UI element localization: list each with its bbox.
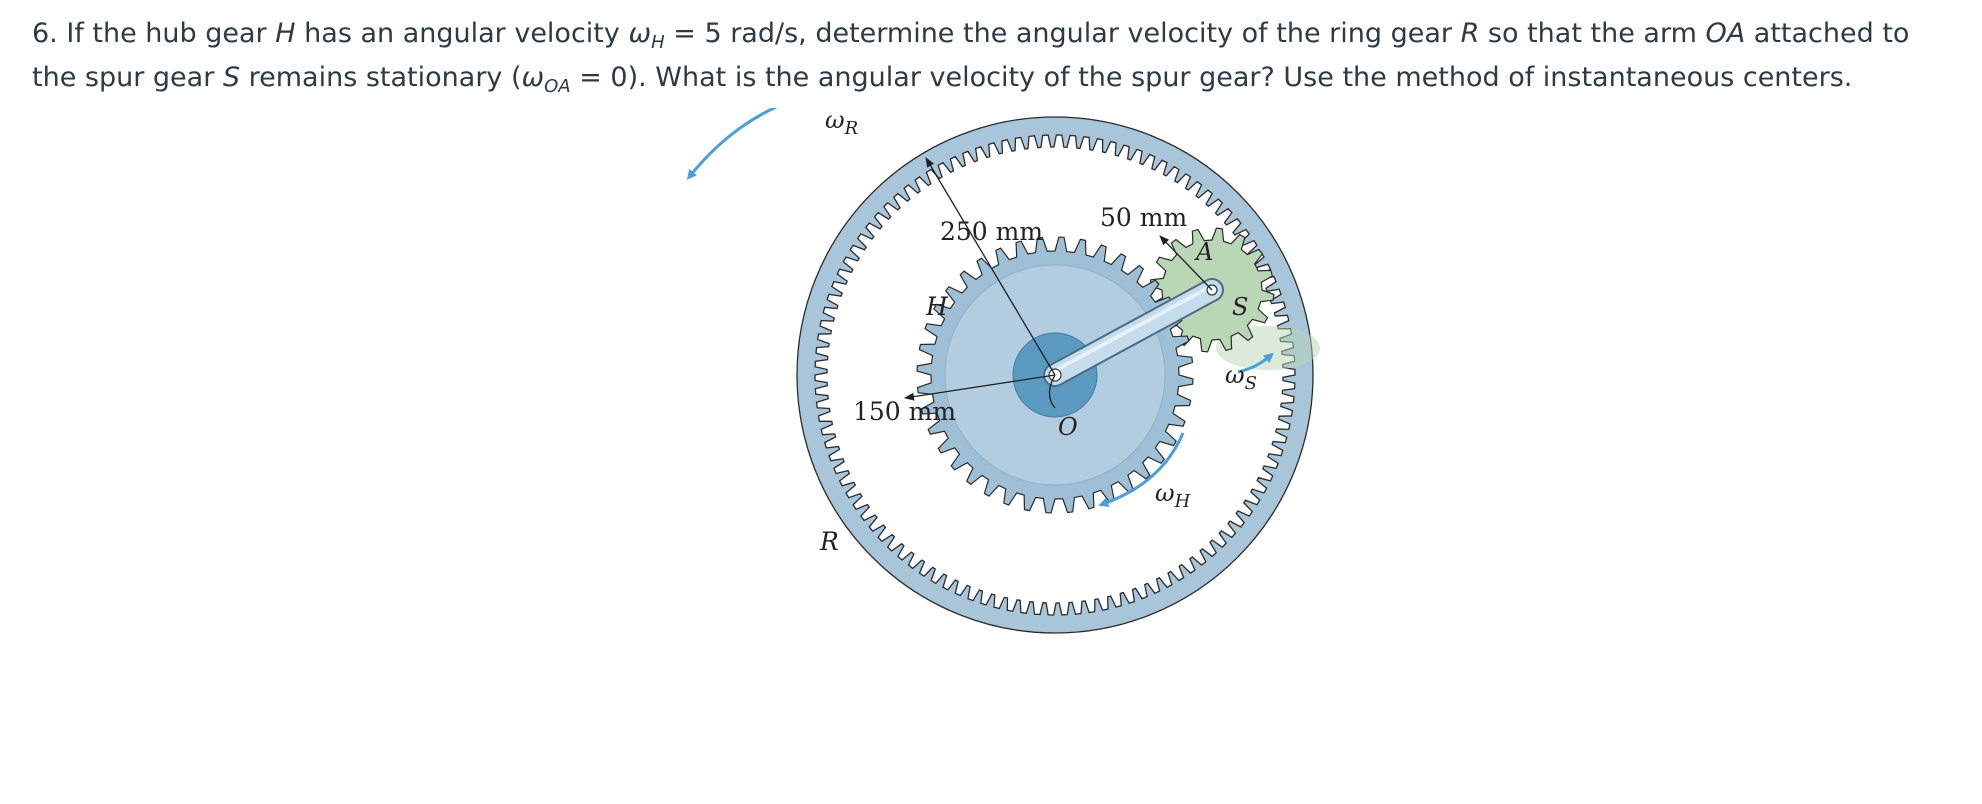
gear-system-diagram: ωR 250 mm 50 mm A H S ωS 150 mm O ωH R xyxy=(686,108,1320,634)
arm-oa xyxy=(1043,278,1224,387)
omega-r-label: ωR xyxy=(825,108,858,139)
omega-r-arrow xyxy=(686,108,778,180)
dim-150-label: 150 mm xyxy=(853,397,956,426)
hub-h-label: H xyxy=(925,292,949,321)
omega-h-label: ωH xyxy=(1155,479,1191,512)
dim-50-label: 50 mm xyxy=(1100,203,1187,232)
center-o-leader xyxy=(1048,374,1056,409)
problem-statement: 6. If the hub gear H has an angular velo… xyxy=(32,18,1910,97)
dim-line-150 xyxy=(904,374,1056,401)
center-o-label: O xyxy=(1058,413,1078,441)
ring-r-label: R xyxy=(819,527,839,556)
ring-gear-r xyxy=(796,116,1314,634)
dim-250-label: 250 mm xyxy=(940,217,1043,246)
problem-number: 6. xyxy=(32,18,58,49)
omega-h-arrow xyxy=(1098,432,1185,508)
omega-s-arrow xyxy=(1237,352,1274,374)
spur-s-label: S xyxy=(1232,293,1248,321)
omega-s-label: ωS xyxy=(1225,361,1257,394)
spur-gear-shadow xyxy=(1216,326,1320,370)
dim-line-50 xyxy=(1159,235,1213,291)
point-a-label: A xyxy=(1194,238,1213,266)
dim-line-250 xyxy=(925,157,1056,376)
